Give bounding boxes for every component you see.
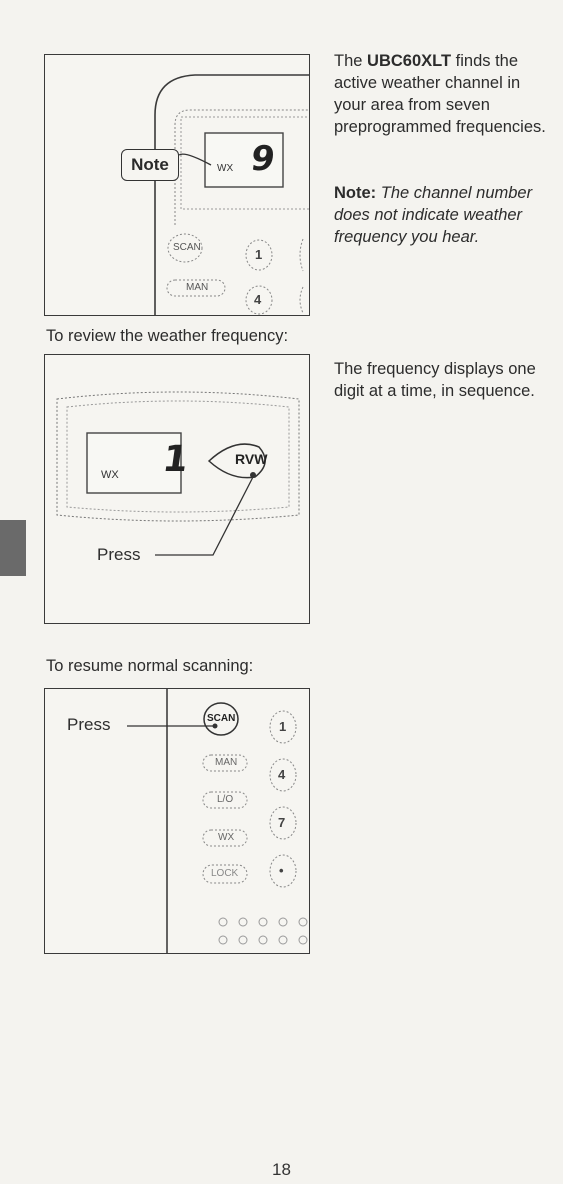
- intro-prefix: The: [334, 52, 368, 70]
- lcd-wx-label: WX: [217, 163, 234, 174]
- man-button[interactable]: MAN: [215, 757, 238, 768]
- note-text: The channel number does not indicate wea…: [334, 184, 533, 246]
- figure-review-frequency: WX 1 RVW Press: [44, 354, 310, 624]
- press-label: Press: [67, 715, 111, 734]
- page-number: 18: [272, 1160, 291, 1179]
- wx-button[interactable]: WX: [218, 832, 235, 843]
- key-dot[interactable]: •: [279, 863, 284, 878]
- lcd-wx-label: WX: [101, 469, 119, 481]
- note-label: Note:: [334, 184, 377, 202]
- intro-paragraph: The UBC60XLT finds the active weather ch…: [334, 50, 549, 138]
- review-paragraph: The frequency displays one digit at a ti…: [334, 360, 536, 400]
- scanner-illustration-1: [154, 74, 309, 315]
- scan-button[interactable]: SCAN: [207, 713, 236, 724]
- lo-button[interactable]: L/O: [217, 794, 234, 805]
- key-1[interactable]: 1: [279, 719, 287, 734]
- rvw-button[interactable]: RVW: [235, 451, 268, 467]
- scanner-illustration-2: [56, 391, 300, 556]
- caption-review: To review the weather frequency:: [46, 327, 289, 345]
- caption-resume: To resume normal scanning:: [46, 657, 254, 675]
- key-1[interactable]: 1: [255, 247, 263, 262]
- press-label: Press: [97, 545, 141, 564]
- man-button[interactable]: MAN: [186, 282, 209, 293]
- key-7[interactable]: 7: [278, 815, 286, 830]
- key-4[interactable]: 4: [278, 767, 286, 782]
- key-4[interactable]: 4: [254, 292, 262, 307]
- figure-weather-channel-display: Note WX 9 SCAN 1 MAN 4: [44, 54, 310, 316]
- intro-suffix: finds the active weather channel in your…: [334, 52, 546, 136]
- figure-resume-scanning: Press SCAN MAN L/O WX LOCK 1 4 7 •: [44, 688, 310, 954]
- note-paragraph: Note: The channel number does not indica…: [334, 182, 549, 248]
- note-callout: Note: [121, 149, 179, 181]
- scan-button[interactable]: SCAN: [173, 242, 201, 253]
- scanner-illustration-3: [127, 689, 308, 953]
- lock-button[interactable]: LOCK: [211, 868, 239, 879]
- model-name: UBC60XLT: [367, 52, 452, 70]
- section-tab: [0, 520, 26, 576]
